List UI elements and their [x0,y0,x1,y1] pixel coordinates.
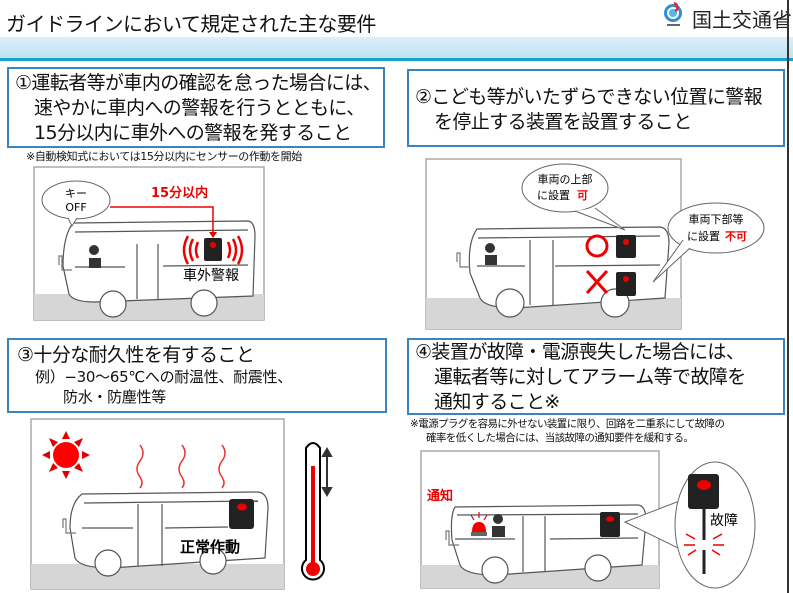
speech-bubble-bottom [667,202,765,254]
external-alarm-label: 車外警報 [183,267,239,284]
req4-note-line-1: ※電源プラグを容易に外せない装置に限り、回路を二重系にして故障の [410,418,725,430]
req3-heading: ③十分な耐久性を有すること [17,344,255,366]
req1-line-3: 15分以内に車外への警報を発すること [34,122,352,144]
spark-icon [684,533,724,556]
device-closeup [688,474,719,509]
requirement-3-box: ③十分な耐久性を有すること 例）−30〜65℃への耐温性、耐震性、 防水・防塵性… [7,338,387,413]
req3-illustration: 正常作動 [30,418,333,590]
bubble-bottom-line1: 車両下部等 [689,212,744,226]
warning-light-icon [470,512,488,536]
requirement-1-box: ①運転者等が車内の確認を怠った場合には、 速やかに車内への警報を行うとともに、 … [7,67,385,148]
driver-icon [89,245,101,268]
fault-label: 故障 [710,513,738,529]
timer-arrow [110,206,214,234]
sun-icon [42,431,90,479]
req2-illustration: 車両の上部 に設置 可 車両下部等 に設置 不可 [425,158,765,330]
req2-line-2: を停止する装置を設置すること [434,111,692,133]
req1-line-2: 速やかに車内への警報を行うとともに、 [34,97,365,119]
heat-waves-icon [136,444,226,489]
upper-device [616,235,636,258]
alarm-device [600,512,620,537]
req1-line-1: ①運転者等が車内の確認を怠った場合には、 [15,72,382,94]
timer-label: 15分以内 [151,185,208,201]
up-down-arrow-icon [321,446,333,498]
speech-bubble-top [521,163,609,213]
bubble-top-line2: に設置 [537,188,570,202]
req4-line-2: 運転者等に対してアラーム等で故障を [434,366,746,388]
bubble-bottom-emph: 不可 [725,230,747,243]
req1-note: ※自動検知式においては15分以内にセンサーの作動を開始 [26,150,302,163]
driver-icon [492,514,505,537]
mirror [58,255,72,271]
lower-device [616,272,636,296]
ministry-name: 国土交通省 [692,8,792,32]
bubble-off-label: OFF [65,201,86,214]
requirement-4-box: ④装置が故障・電源喪失した場合には、 運転者等に対してアラーム等で故障を 通知す… [407,338,785,415]
page-title: ガイドラインにおいて規定された主な要件 [6,12,376,36]
req4-illustration: 通知 故障 [420,450,756,589]
req4-note-line-2: 確率を低くした場合には、当該故障の通知要件を緩和する。 [426,432,694,444]
req4-line-1: ④装置が故障・電源喪失した場合には、 [415,341,745,363]
alarm-device [204,238,222,261]
bubble-top-emph: 可 [577,189,588,202]
circle-icon [585,234,609,258]
req2-line-1: ②こども等がいたずらできない位置に警報 [415,86,763,108]
ground [31,564,284,589]
bubble-top-line1: 車両の上部 [538,172,593,186]
mlit-logo-icon [664,2,682,26]
normal-operation-label: 正常作動 [180,538,240,556]
bubble-bottom-line2: に設置 [687,229,720,243]
req4-line-3: 通知すること※ [434,391,560,413]
cross-icon [585,269,609,295]
driver-icon [485,243,497,265]
header-divider [0,58,793,61]
req3-line-2: 防水・防塵性等 [63,388,166,406]
requirement-2-box: ②こども等がいたずらできない位置に警報 を停止する装置を設置すること [407,69,785,147]
bubble-key-label: キー [65,187,87,200]
thermometer-icon [301,442,325,581]
alarm-waves-icon [182,235,244,265]
req3-line-1: 例）−30〜65℃への耐温性、耐震性、 [35,368,292,386]
alarm-device [229,499,254,529]
notify-label: 通知 [427,488,453,504]
bus-outline [69,491,269,577]
header-band [0,37,793,58]
req1-illustration: キー OFF 15分以内 車外警報 [33,166,265,321]
page-edge [787,0,789,593]
